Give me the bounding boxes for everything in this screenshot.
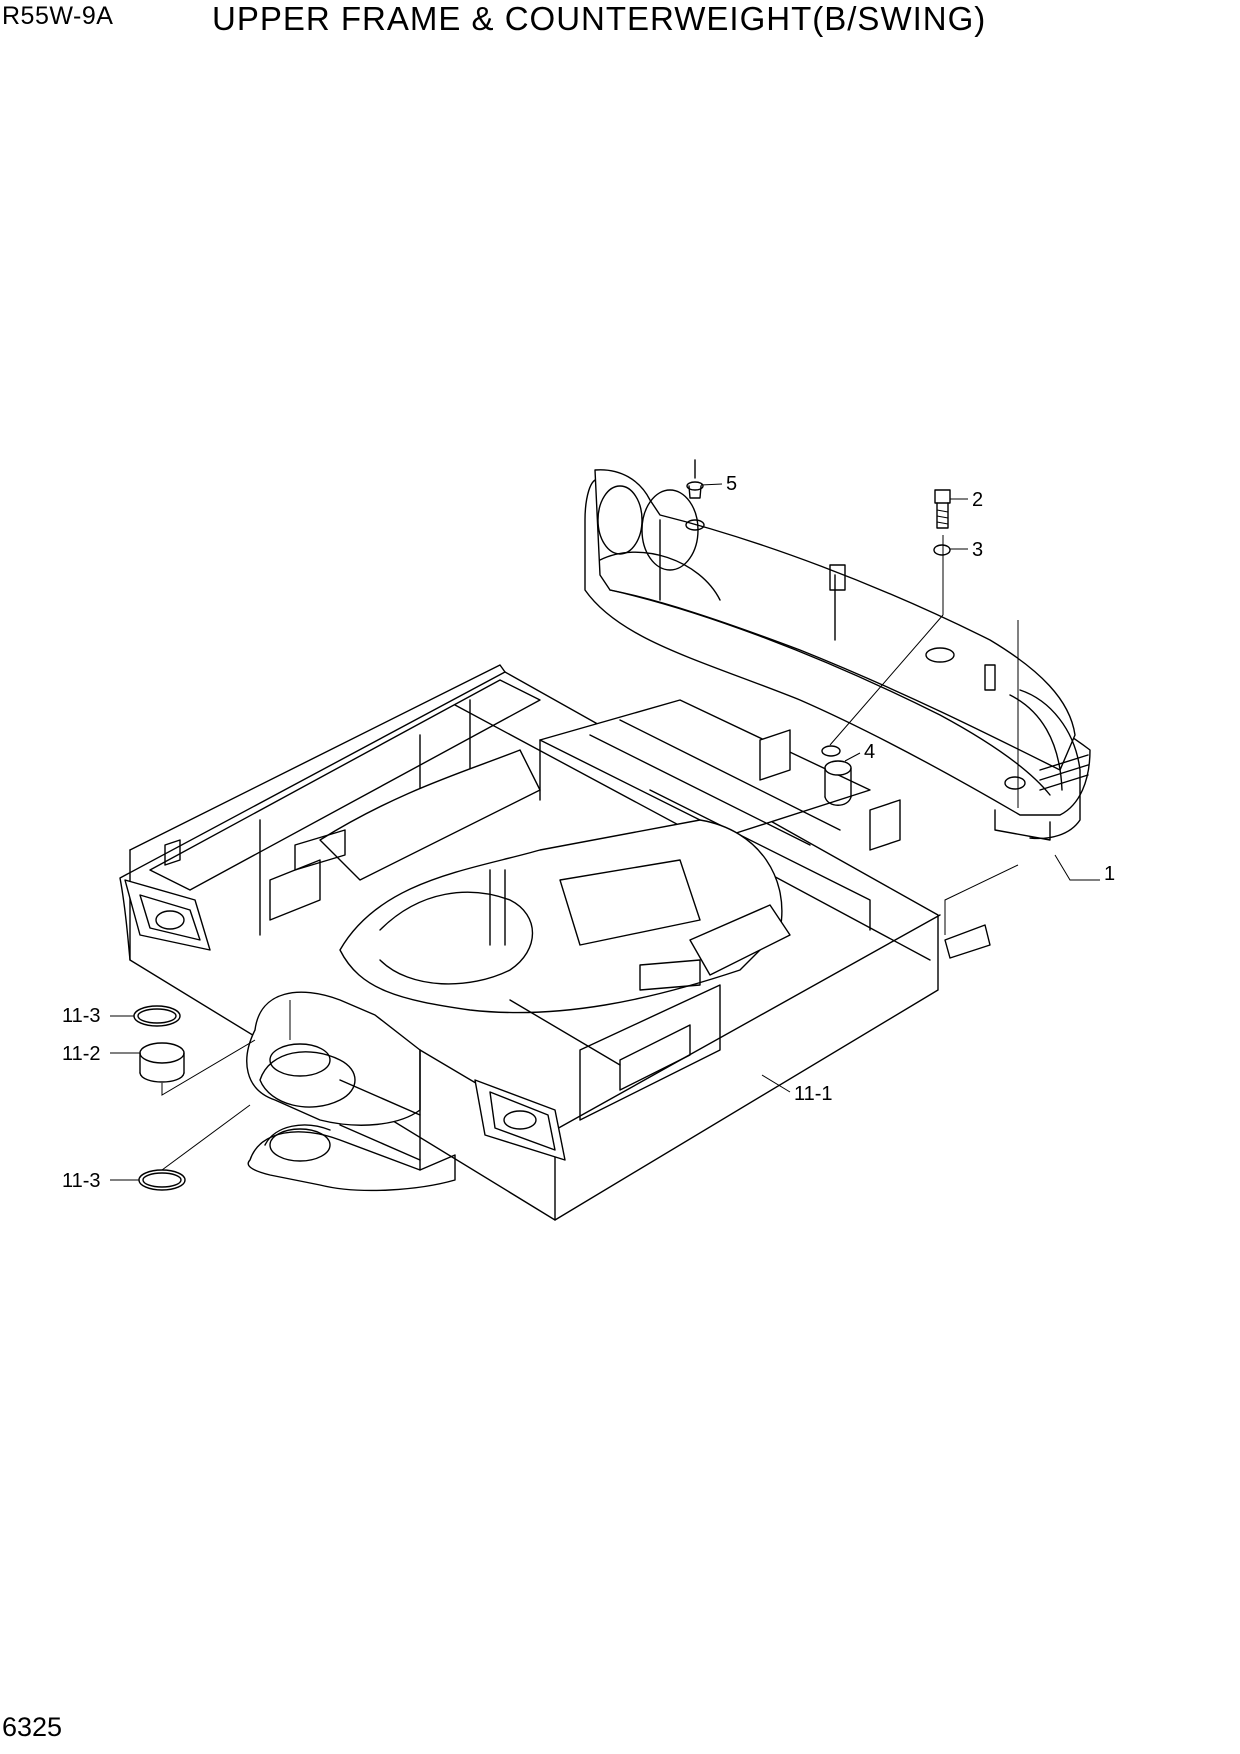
- bushing-11-2: [139, 1042, 185, 1083]
- ring-11-3-bottom: [138, 1169, 186, 1191]
- washer-3: [933, 544, 951, 556]
- callout-3: 3: [972, 539, 983, 561]
- frame-slot-left: [124, 879, 211, 951]
- callout-11-3-bottom: 11-3: [62, 1170, 101, 1192]
- stopper-4: [821, 745, 852, 806]
- counterweight: [584, 459, 1091, 841]
- callout-4: 4: [864, 741, 875, 763]
- callout-11-2: 11-2: [62, 1043, 101, 1065]
- callout-11-1: 11-1: [794, 1083, 833, 1105]
- page-title: UPPER FRAME & COUNTERWEIGHT(B/SWING): [212, 0, 987, 37]
- leader-lines: [110, 483, 1100, 1181]
- callout-2: 2: [972, 489, 983, 511]
- model-number: R55W-9A: [2, 2, 114, 30]
- upper-frame: [119, 664, 991, 1221]
- frame-slot-right: [474, 1079, 566, 1161]
- callout-1: 1: [1104, 863, 1115, 885]
- bolt-2: [934, 489, 951, 529]
- ring-11-3-top: [133, 1005, 181, 1027]
- callout-5: 5: [726, 473, 737, 495]
- plug-5: [686, 481, 704, 499]
- page-number: 6325: [2, 1712, 63, 1742]
- callout-11-3-top: 11-3: [62, 1005, 101, 1027]
